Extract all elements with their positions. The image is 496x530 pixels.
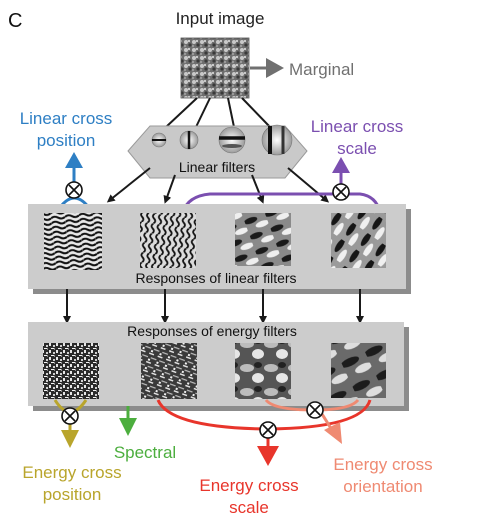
- input-to-filter-lines: [165, 97, 271, 128]
- energy-cross-position-label-1: Energy cross: [22, 463, 121, 482]
- energy-cross-orientation-arrowhead: [324, 422, 342, 444]
- energy-responses-label: Responses of energy filters: [127, 323, 297, 339]
- linear-cross-position-label-2: position: [37, 131, 96, 150]
- energy-cross-orientation-multiply-icon: [306, 401, 324, 419]
- linear-response-2: [140, 213, 196, 268]
- linear-cross-position-label-1: Linear cross: [20, 109, 113, 128]
- spectral-arrowhead: [119, 418, 137, 436]
- gabor-filters: [151, 124, 293, 156]
- linear-cross-scale-label-2: scale: [337, 139, 377, 158]
- energy-cross-orientation-label-2: orientation: [343, 477, 422, 496]
- energy-cross-scale-multiply-icon: [259, 421, 277, 439]
- marginal-label: Marginal: [289, 60, 354, 79]
- linear-responses-label: Responses of linear filters: [135, 270, 296, 286]
- linear-response-4: [331, 213, 386, 268]
- linear-cross-scale-arc: [181, 192, 382, 213]
- energy-cross-position-label-2: position: [43, 485, 102, 504]
- energy-cross-orientation-label-1: Energy cross: [333, 455, 432, 474]
- linear-cross-scale-multiply-icon: [332, 183, 350, 201]
- energy-cross-scale-label-2: scale: [229, 498, 269, 517]
- linear-cross-position-multiply-icon: [65, 181, 83, 199]
- energy-cross-scale-label-1: Energy cross: [199, 476, 298, 495]
- linear-filters-label: Linear filters: [179, 159, 255, 175]
- linear-cross-position-arrowhead: [65, 152, 83, 168]
- input-image: [180, 37, 250, 99]
- marginal-arrowhead: [266, 58, 284, 78]
- energy-cross-scale-arrowhead: [257, 446, 279, 466]
- linear-cross-scale-label-1: Linear cross: [311, 117, 404, 136]
- energy-response-2: [141, 343, 197, 399]
- energy-response-1: [43, 343, 99, 399]
- energy-cross-position-multiply-icon: [61, 407, 79, 425]
- linear-response-1: [44, 213, 102, 270]
- linear-to-energy-arrows: [63, 289, 364, 324]
- energy-response-3: [235, 343, 291, 399]
- input-image-label: Input image: [176, 9, 265, 28]
- linear-response-3: [235, 213, 291, 266]
- panel-letter: C: [8, 10, 22, 32]
- energy-response-4: [331, 343, 386, 398]
- linear-cross-scale-arrowhead: [332, 157, 350, 173]
- energy-cross-position-arrowhead: [61, 430, 79, 448]
- spectral-label: Spectral: [114, 443, 176, 462]
